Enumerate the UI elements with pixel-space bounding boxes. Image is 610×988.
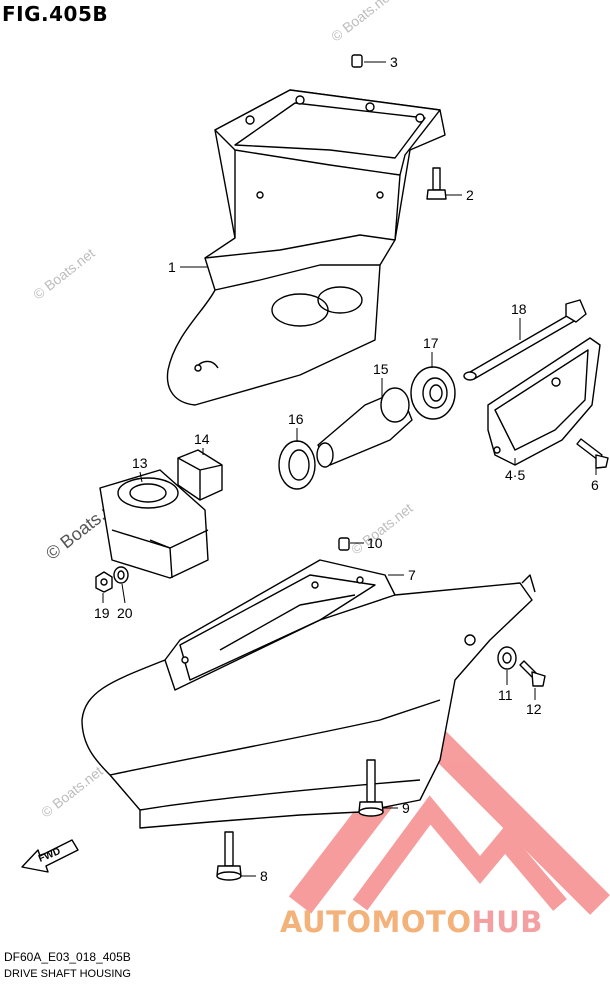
figure-title: FIG.405B	[2, 2, 109, 26]
callout-1: 1	[168, 259, 176, 275]
callout-4-5: 4·5	[505, 467, 525, 483]
seal-16	[278, 440, 316, 490]
callout-17: 17	[423, 335, 439, 351]
fwd-arrow	[21, 839, 79, 873]
bolt-8	[216, 831, 242, 881]
callout-18: 18	[511, 301, 527, 317]
rubber-mount-14	[177, 449, 223, 501]
brand-logo-text: AUTOMOTOHUB	[280, 905, 543, 939]
bolt-12	[519, 660, 546, 687]
washer-20	[113, 566, 129, 584]
upper-housing	[166, 89, 446, 406]
brand-part1: AUTOMOTO	[280, 905, 472, 939]
cover-plate-4-5	[487, 337, 601, 466]
callout-19: 19	[94, 605, 110, 621]
callout-6: 6	[591, 477, 599, 493]
callout-2: 2	[466, 187, 474, 203]
callout-13: 13	[132, 455, 148, 471]
diagram-caption: DRIVE SHAFT HOUSING	[4, 968, 131, 980]
callout-15: 15	[373, 361, 389, 377]
screw-6	[576, 438, 609, 469]
mount-13	[99, 469, 209, 579]
callout-8: 8	[260, 868, 268, 884]
lower-housing	[81, 559, 536, 829]
callout-14: 14	[194, 431, 210, 447]
bolt-2	[426, 167, 447, 200]
callout-10: 10	[367, 535, 383, 551]
dowel-pin-3	[351, 54, 363, 68]
brand-part2: HUB	[471, 905, 543, 939]
bolt-9	[358, 759, 384, 817]
nut-19	[95, 571, 113, 593]
bearing-17	[410, 366, 456, 420]
diagram-code: DF60A_E03_018_405B	[4, 950, 131, 964]
leader-lines	[102, 61, 597, 877]
callout-9: 9	[402, 800, 410, 816]
callout-7: 7	[408, 567, 416, 583]
callout-12: 12	[526, 701, 542, 717]
collar-11	[497, 646, 517, 670]
callout-20: 20	[117, 605, 133, 621]
callout-3: 3	[390, 54, 398, 70]
long-bolt-18	[463, 299, 587, 381]
collar-15	[316, 387, 413, 468]
callout-16: 16	[288, 411, 304, 427]
callout-11: 11	[498, 687, 513, 703]
dowel-pin-10	[338, 537, 350, 551]
